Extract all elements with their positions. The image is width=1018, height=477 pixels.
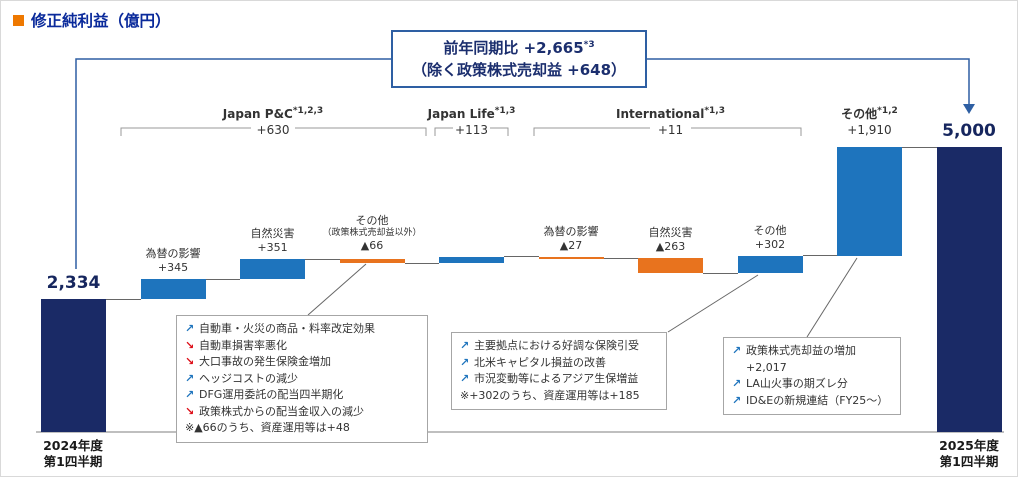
note-item: ↗ ID&Eの新規連結（FY25～） — [732, 393, 892, 410]
note-text: ※+302のうち、資産運用等は+185 — [460, 388, 640, 402]
callout-line1: 前年同期比 +2,665*3 — [443, 37, 594, 60]
group-label-1: Japan P&C*1,2,3+630 — [222, 106, 324, 137]
note-text: ID&Eの新規連結（FY25～） — [746, 393, 889, 407]
note-item: ↗ DFG運用委託の配当四半期化 — [185, 387, 419, 404]
callout-line1-text: 前年同期比 +2,665 — [443, 38, 584, 57]
up-arrow-icon: ↗ — [460, 372, 470, 385]
waterfall-connector — [504, 256, 539, 258]
bar-label: その他+302 — [753, 224, 787, 251]
bar-label: その他（政策株式売却益以外）▲66 — [322, 214, 422, 253]
note-box-3: ↗ 政策株式売却益の増加+2,017 ↗ LA山火事の期ズレ分 ↗ ID&Eの新規連結（F… — [723, 337, 901, 415]
callout-line2: （除く政策株式売却益 +648） — [411, 61, 627, 79]
axis-year-right: 2025年度 — [939, 438, 999, 453]
note-item: ↘ 自動車損害率悪化 — [185, 338, 419, 355]
waterfall-bar-3 — [339, 259, 405, 264]
note-item: ↗ 自動車・火災の商品・料率改定効果 — [185, 321, 419, 338]
group-label-2: Japan Life*1,3+113 — [427, 106, 516, 137]
down-arrow-icon: ↘ — [185, 338, 195, 352]
group-label-4: その他*1,2+1,910 — [841, 106, 898, 137]
waterfall-bar-5 — [538, 256, 604, 260]
note-text: 自動車損害率悪化 — [199, 338, 287, 352]
note-item: ↗ LA山火事の期ズレ分 — [732, 376, 892, 393]
up-arrow-icon: ↗ — [185, 371, 195, 385]
waterfall-bar-7 — [737, 255, 803, 274]
bar-label: 自然災害+351 — [250, 227, 295, 254]
x-axis-label-start: 2024年度 第1四半期 — [13, 438, 133, 471]
axis-quarter-left: 第1四半期 — [43, 454, 103, 470]
waterfall-bar-4 — [439, 256, 504, 263]
note-item: ↗ 政策株式売却益の増加+2,017 — [732, 343, 892, 376]
up-arrow-icon: ↗ — [185, 388, 195, 401]
up-arrow-icon: ↗ — [460, 355, 470, 369]
note-item: ↗ 主要拠点における好調な保険引受 — [460, 338, 658, 355]
total-value-label: 2,334 — [46, 273, 101, 293]
note-text: ※▲66のうち、資産運用等は+48 — [185, 421, 350, 434]
note-item: ※+302のうち、資産運用等は+185 — [460, 388, 658, 405]
note-text: LA山火事の期ズレ分 — [746, 377, 848, 390]
waterfall-bar-8 — [837, 147, 902, 256]
waterfall-bar-9 — [936, 147, 1002, 432]
note-text: 政策株式からの配当金収入の減少 — [199, 404, 364, 418]
up-arrow-icon: ↗ — [732, 393, 742, 407]
waterfall-connector — [106, 298, 141, 300]
waterfall-connector — [703, 272, 738, 274]
bar-label: 為替の影響+345 — [145, 247, 201, 274]
waterfall-bar-1 — [140, 279, 206, 299]
waterfall-connector — [902, 146, 937, 148]
note-item: ↘ 大口事故の発生保険金増加 — [185, 354, 419, 371]
waterfall-connector — [205, 278, 240, 280]
bar-label: 自然災害▲263 — [648, 226, 693, 253]
group-label-3: International*1,3+11 — [616, 106, 725, 137]
down-arrow-icon: ↘ — [185, 404, 195, 418]
note-item: ↘ 政策株式からの配当金収入の減少 — [185, 404, 419, 421]
up-arrow-icon: ↗ — [185, 322, 195, 335]
note-text: 市況変動等によるアジア生保増益 — [474, 372, 639, 385]
waterfall-bar-0 — [41, 299, 106, 432]
page-title-text: 修正純利益（億円） — [31, 12, 171, 30]
note-box-2: ↗ 主要拠点における好調な保険引受 ↗ 北米キャピタル損益の改善 ↗ 市況変動等によるアジ… — [451, 332, 667, 410]
note-text: 大口事故の発生保険金増加 — [199, 355, 331, 368]
up-arrow-icon: ↗ — [460, 339, 470, 352]
waterfall-connector — [603, 257, 638, 259]
note-item: ↗ 市況変動等によるアジア生保増益 — [460, 371, 658, 388]
axis-year-left: 2024年度 — [43, 438, 103, 453]
note-text: DFG運用委託の配当四半期化 — [199, 388, 344, 401]
waterfall-bar-6 — [638, 258, 703, 274]
x-axis-label-end: 2025年度 第1四半期 — [909, 438, 1017, 471]
waterfall-connector — [802, 255, 837, 257]
note-text: 主要拠点における好調な保険引受 — [474, 339, 639, 352]
callout-line1-footnote: *3 — [583, 39, 595, 50]
axis-quarter-right: 第1四半期 — [939, 454, 999, 470]
up-arrow-icon: ↗ — [732, 377, 742, 390]
up-arrow-icon: ↗ — [732, 344, 742, 357]
note-text: 北米キャピタル損益の改善 — [474, 355, 606, 369]
down-arrow-icon: ↘ — [185, 355, 195, 368]
note-text: 自動車・火災の商品・料率改定効果 — [199, 322, 375, 335]
waterfall-connector — [404, 262, 439, 264]
waterfall-connector — [305, 258, 340, 260]
waterfall-bar-2 — [240, 259, 305, 280]
total-value-label: 5,000 — [942, 121, 996, 141]
note-item: ↗ 北米キャピタル損益の改善 — [460, 355, 658, 372]
yoy-callout-box: 前年同期比 +2,665*3 （除く政策株式売却益 +648） — [391, 30, 647, 88]
title-bullet-icon — [13, 14, 24, 26]
page-title: 修正純利益（億円） — [13, 9, 171, 31]
note-item: ※▲66のうち、資産運用等は+48 — [185, 420, 419, 437]
bar-label: 為替の影響▲27 — [543, 225, 599, 252]
note-box-1: ↗ 自動車・火災の商品・料率改定効果 ↘ 自動車損害率悪化 ↘ 大口事故の発生保険金増加 ↗… — [176, 315, 428, 443]
note-text: 政策株式売却益の増加+2,017 — [746, 344, 856, 374]
note-item: ↗ ヘッジコストの減少 — [185, 371, 419, 388]
note-text: ヘッジコストの減少 — [199, 371, 298, 385]
